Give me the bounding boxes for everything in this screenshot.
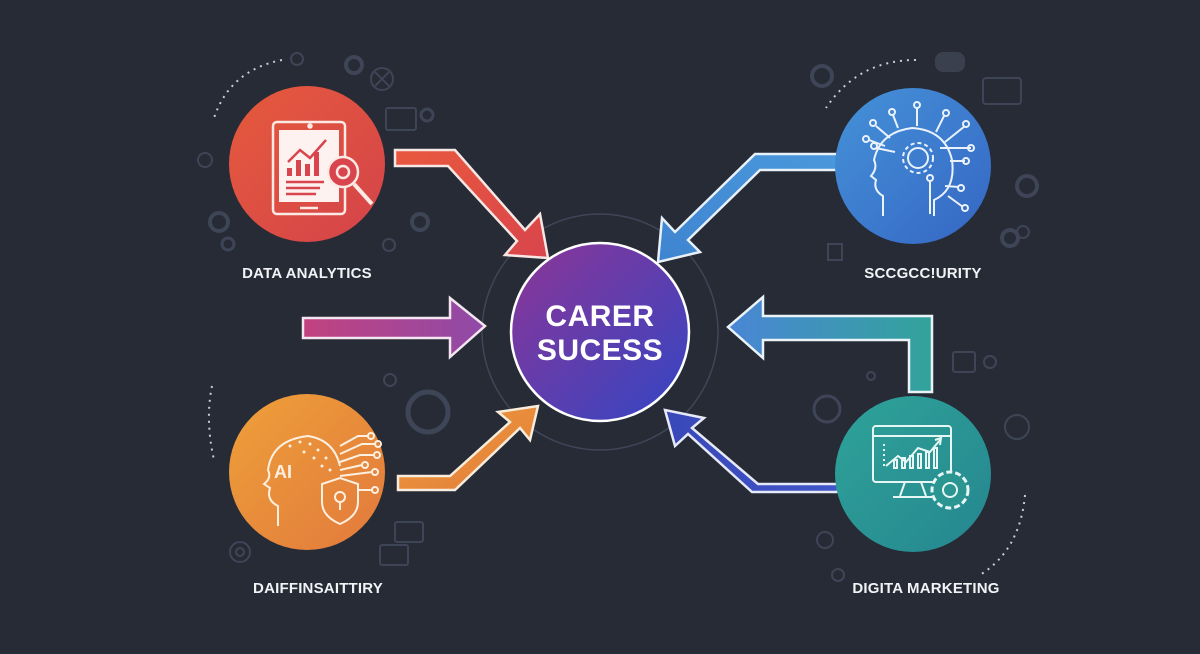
center-ring-decoration [481, 213, 719, 451]
node-ai[interactable]: AI [229, 394, 385, 550]
arrow-digital-marketing-to-center-lower [663, 408, 840, 494]
node-digital-marketing[interactable] [835, 396, 991, 552]
node-security[interactable] [835, 88, 991, 244]
ai-icon-text: AI [274, 462, 292, 482]
label-ai: DAIFFINSAITTIRY [253, 580, 383, 597]
background-decorations [197, 52, 1039, 582]
center-title-line-1: CARER [545, 300, 655, 333]
center-node-career-success[interactable] [509, 241, 691, 423]
monitor-chart-gear-icon [872, 425, 970, 510]
arrow-security-to-center [656, 152, 840, 264]
dotted-arc-decorations [207, 59, 1026, 576]
label-digital-marketing: DIGITA MARKETING [852, 580, 1000, 597]
arrow-digital-marketing-to-center-elbow [726, 294, 934, 394]
arrow-ai-to-center [396, 404, 540, 492]
arrow-left-to-center [301, 295, 487, 360]
head-circuit-gear-icon [862, 101, 975, 216]
ai-head-shield-icon: AI [262, 432, 382, 526]
tablet-chart-magnifier-icon [271, 120, 374, 216]
center-title: CARER SUCESS [512, 300, 688, 368]
label-data-analytics: DATA ANALYTICS [242, 265, 372, 282]
node-data-analytics[interactable] [229, 86, 385, 242]
label-security: SCCGCC!URITY [864, 265, 982, 282]
center-title-line-2: SUCESS [536, 334, 664, 367]
arrow-data-analytics-to-center [393, 148, 550, 260]
